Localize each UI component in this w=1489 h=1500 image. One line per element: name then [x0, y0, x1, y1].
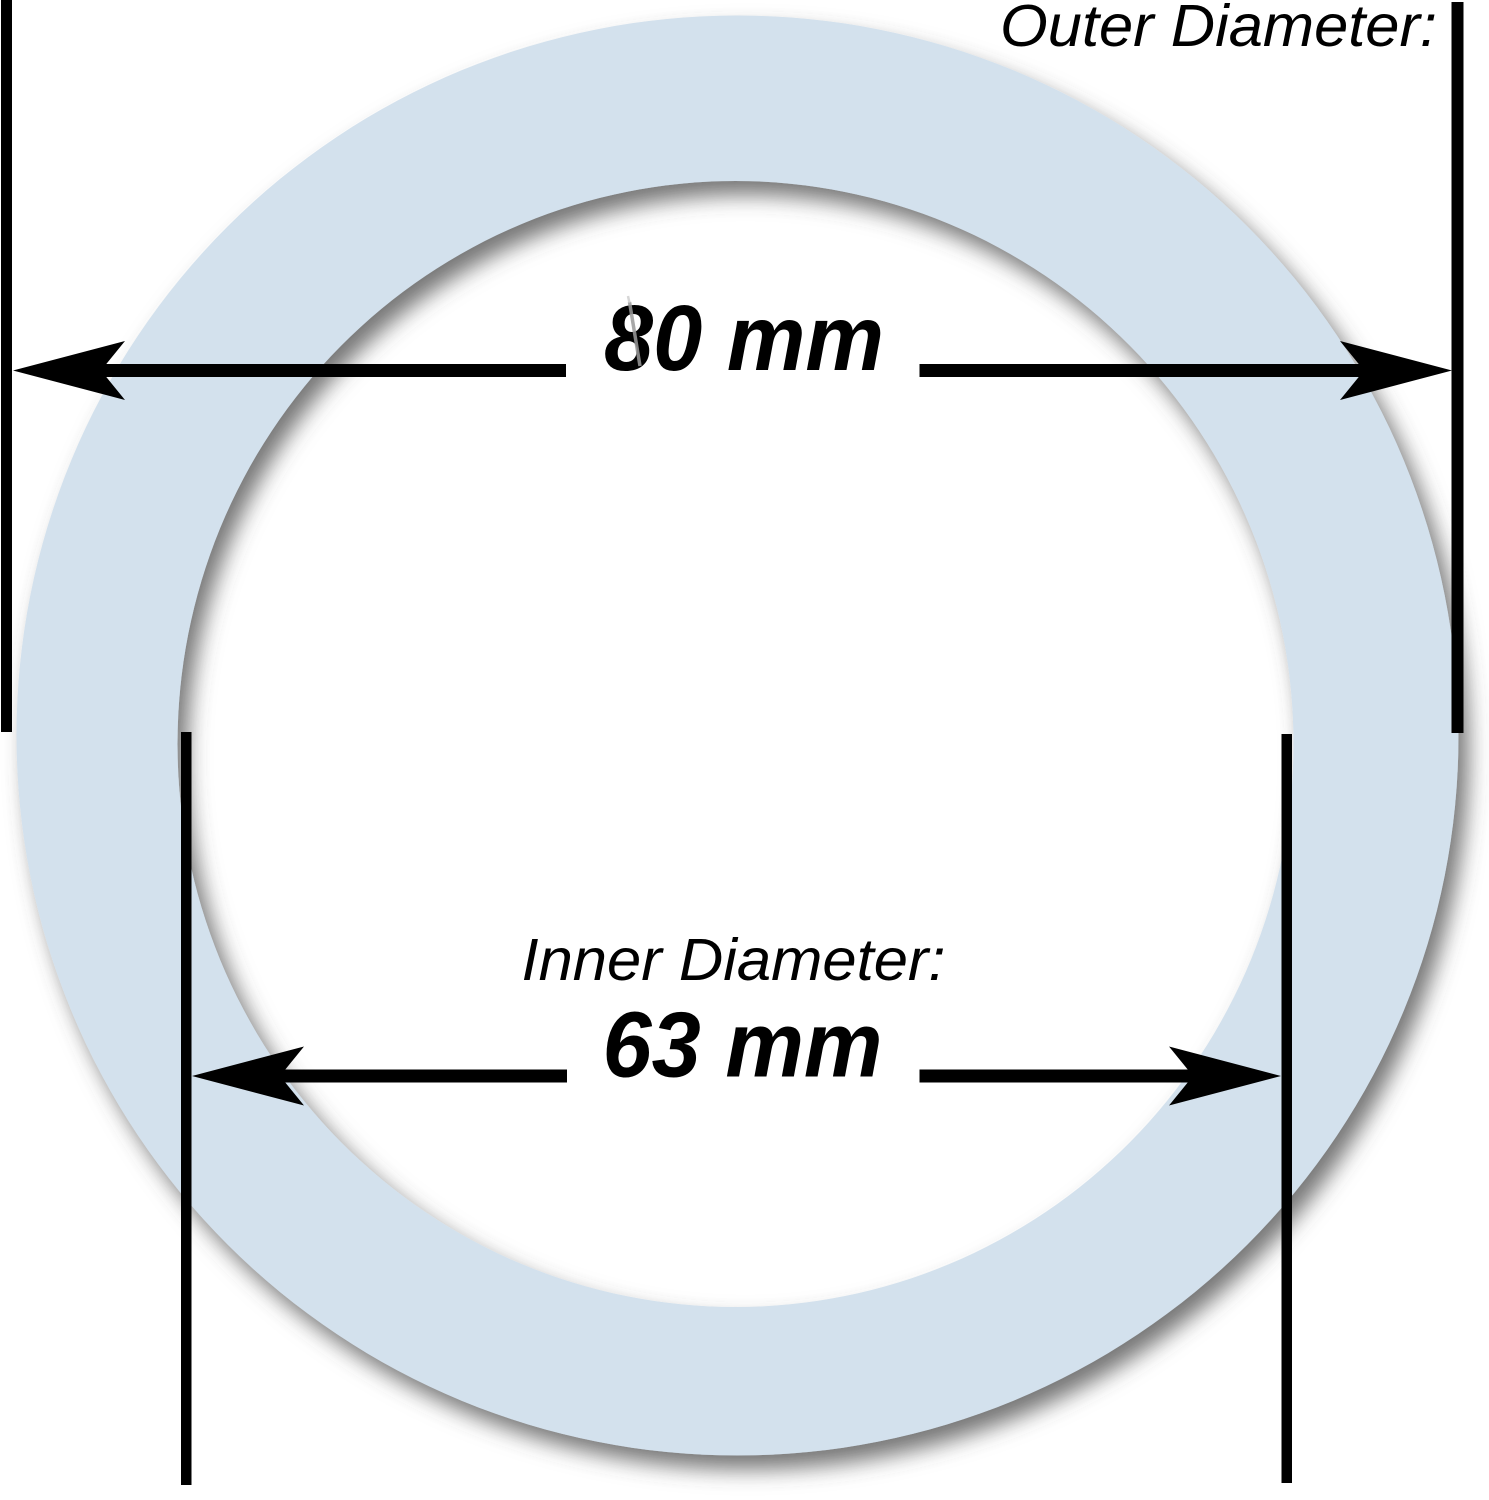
svg-text:Inner Diameter:: Inner Diameter: — [522, 927, 946, 993]
svg-text:63 mm: 63 mm — [603, 993, 883, 1097]
svg-text:80 mm: 80 mm — [604, 286, 884, 390]
svg-text:Outer Diameter:: Outer Diameter: — [1000, 0, 1437, 59]
